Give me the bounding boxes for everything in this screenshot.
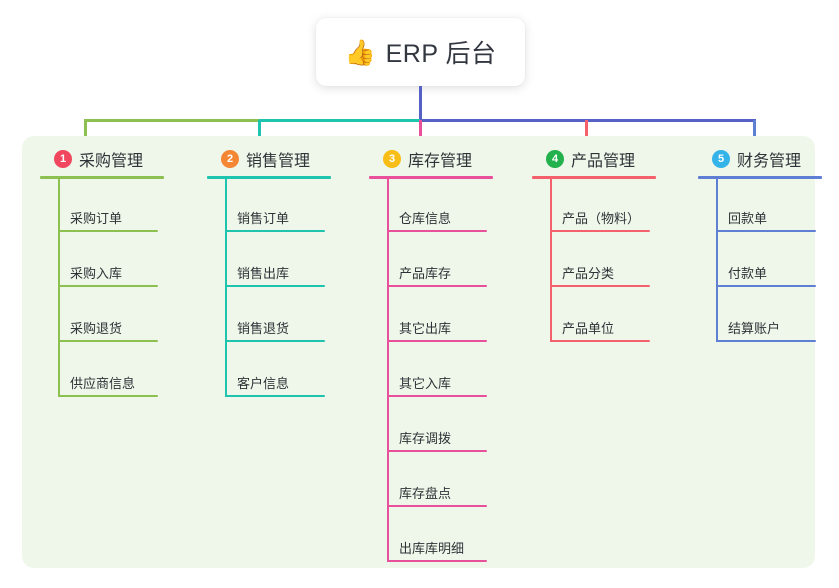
leaf-label: 产品（物料） bbox=[562, 211, 641, 226]
leaf-rule bbox=[387, 395, 487, 397]
column-badge-4: 4 bbox=[546, 150, 564, 168]
leaf-item[interactable]: 其它出库 bbox=[387, 318, 499, 344]
leaf-label: 其它入库 bbox=[399, 376, 452, 391]
leaf-item[interactable]: 产品库存 bbox=[387, 263, 499, 289]
root-title: ERP 后台 bbox=[385, 40, 497, 68]
column-badge-3: 3 bbox=[383, 150, 401, 168]
column-header-1[interactable]: 1 采购管理 bbox=[54, 147, 143, 171]
leaf-rule bbox=[550, 230, 650, 232]
leaf-rule bbox=[58, 395, 158, 397]
leaf-rule bbox=[58, 340, 158, 342]
leaf-item[interactable]: 回款单 bbox=[716, 208, 828, 234]
column-rule-4 bbox=[532, 176, 656, 179]
column-rule-5 bbox=[698, 176, 822, 179]
leaf-label: 采购订单 bbox=[70, 211, 123, 226]
leaf-rule bbox=[58, 230, 158, 232]
leaf-item[interactable]: 付款单 bbox=[716, 263, 828, 289]
leaf-label: 产品分类 bbox=[562, 266, 615, 281]
column-title-5: 财务管理 bbox=[737, 153, 802, 170]
leaf-label: 库存调拨 bbox=[399, 431, 452, 446]
column-header-5[interactable]: 5 财务管理 bbox=[712, 147, 801, 171]
leaf-rule bbox=[225, 340, 325, 342]
root-node[interactable]: 👍 ERP 后台 bbox=[316, 18, 525, 86]
leaf-item[interactable]: 采购退货 bbox=[58, 318, 170, 344]
leaf-label: 产品单位 bbox=[562, 321, 615, 336]
leaf-item[interactable]: 销售出库 bbox=[225, 263, 337, 289]
leaf-label: 其它出库 bbox=[399, 321, 452, 336]
column-title-2: 销售管理 bbox=[246, 153, 311, 170]
leaf-rule bbox=[550, 340, 650, 342]
leaf-label: 销售订单 bbox=[237, 211, 290, 226]
leaf-item[interactable]: 仓库信息 bbox=[387, 208, 499, 234]
leaf-rule bbox=[225, 285, 325, 287]
leaf-rule bbox=[387, 285, 487, 287]
leaf-label: 供应商信息 bbox=[70, 376, 136, 391]
leaf-label: 出库库明细 bbox=[399, 541, 465, 556]
column-title-3: 库存管理 bbox=[408, 153, 473, 170]
leaf-item[interactable]: 库存调拨 bbox=[387, 428, 499, 454]
column-spine-1 bbox=[58, 178, 60, 397]
leaf-item[interactable]: 销售退货 bbox=[225, 318, 337, 344]
leaf-label: 客户信息 bbox=[237, 376, 290, 391]
leaf-rule bbox=[387, 340, 487, 342]
leaf-rule bbox=[716, 230, 816, 232]
leaf-label: 销售出库 bbox=[237, 266, 290, 281]
leaf-item[interactable]: 客户信息 bbox=[225, 373, 337, 399]
column-badge-1: 1 bbox=[54, 150, 72, 168]
column-header-4[interactable]: 4 产品管理 bbox=[546, 147, 635, 171]
leaf-label: 付款单 bbox=[728, 266, 768, 281]
diagram-panel bbox=[22, 136, 815, 568]
leaf-rule bbox=[387, 230, 487, 232]
leaf-item[interactable]: 其它入库 bbox=[387, 373, 499, 399]
column-rule-1 bbox=[40, 176, 164, 179]
column-rule-2 bbox=[207, 176, 331, 179]
leaf-rule bbox=[225, 230, 325, 232]
leaf-label: 采购入库 bbox=[70, 266, 123, 281]
leaf-rule bbox=[225, 395, 325, 397]
leaf-item[interactable]: 库存盘点 bbox=[387, 483, 499, 509]
leaf-item[interactable]: 销售订单 bbox=[225, 208, 337, 234]
leaf-label: 销售退货 bbox=[237, 321, 290, 336]
column-title-1: 采购管理 bbox=[79, 153, 144, 170]
column-title-4: 产品管理 bbox=[571, 153, 636, 170]
column-spine-5 bbox=[716, 178, 718, 342]
leaf-rule bbox=[550, 285, 650, 287]
leaf-label: 结算账户 bbox=[728, 321, 781, 336]
leaf-rule bbox=[716, 285, 816, 287]
leaf-label: 产品库存 bbox=[399, 266, 452, 281]
column-header-2[interactable]: 2 销售管理 bbox=[221, 147, 310, 171]
leaf-item[interactable]: 产品分类 bbox=[550, 263, 662, 289]
leaf-item[interactable]: 结算账户 bbox=[716, 318, 828, 344]
leaf-label: 仓库信息 bbox=[399, 211, 452, 226]
leaf-item[interactable]: 采购订单 bbox=[58, 208, 170, 234]
leaf-rule bbox=[387, 505, 487, 507]
thumbs-up-icon: 👍 bbox=[344, 37, 376, 67]
column-container: 1 采购管理采购订单采购入库采购退货供应商信息 2 销售管理销售订单销售出库销售退货客… bbox=[22, 136, 822, 568]
column-spine-2 bbox=[225, 178, 227, 397]
leaf-item[interactable]: 产品单位 bbox=[550, 318, 662, 344]
leaf-label: 库存盘点 bbox=[399, 486, 452, 501]
leaf-item[interactable]: 采购入库 bbox=[58, 263, 170, 289]
column-badge-5: 5 bbox=[712, 150, 730, 168]
column-spine-4 bbox=[550, 178, 552, 342]
column-header-3[interactable]: 3 库存管理 bbox=[383, 147, 472, 171]
leaf-item[interactable]: 产品（物料） bbox=[550, 208, 662, 234]
leaf-rule bbox=[387, 450, 487, 452]
leaf-rule bbox=[716, 340, 816, 342]
leaf-label: 采购退货 bbox=[70, 321, 123, 336]
column-rule-3 bbox=[369, 176, 493, 179]
leaf-label: 回款单 bbox=[728, 211, 768, 226]
leaf-item[interactable]: 出库库明细 bbox=[387, 538, 499, 564]
leaf-item[interactable]: 供应商信息 bbox=[58, 373, 170, 399]
column-badge-2: 2 bbox=[221, 150, 239, 168]
leaf-rule bbox=[387, 560, 487, 562]
leaf-rule bbox=[58, 285, 158, 287]
column-spine-3 bbox=[387, 178, 389, 562]
